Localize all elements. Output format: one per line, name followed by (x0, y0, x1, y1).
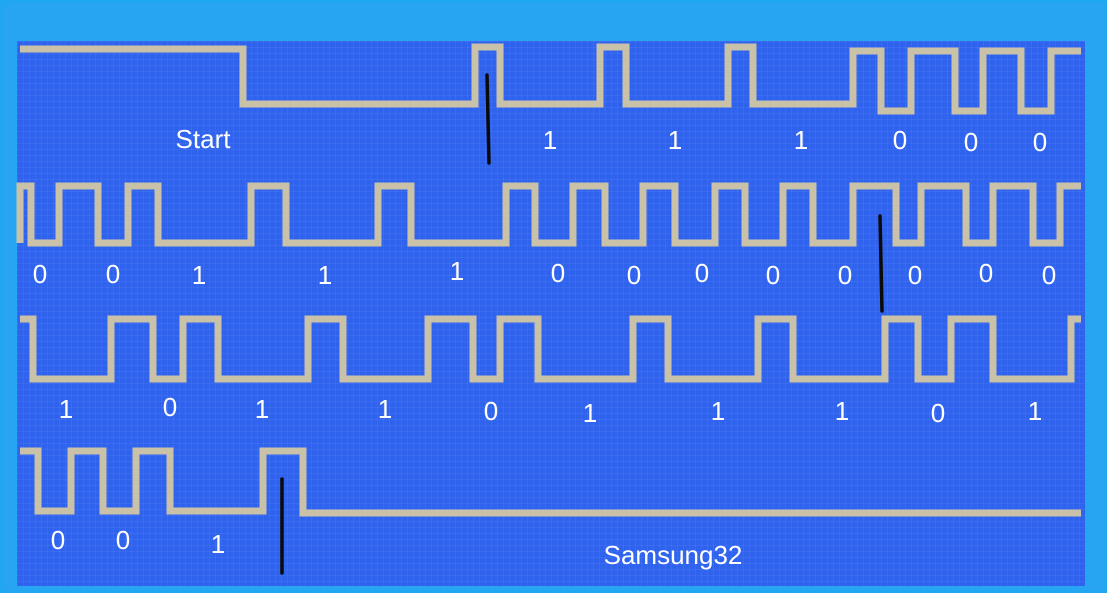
signal-display-panel (17, 41, 1085, 586)
bit-label: 0 (1041, 260, 1057, 290)
bit-label: 1 (377, 394, 393, 424)
bit-label: 1 (254, 394, 270, 424)
bit-label: 0 (105, 259, 121, 289)
bit-marker-row-2 (878, 214, 884, 313)
bit-label: 0 (1032, 127, 1048, 157)
bit-marker-start (485, 73, 491, 165)
bit-label: 0 (694, 258, 710, 288)
bit-label: 0 (626, 260, 642, 290)
bit-label: 1 (667, 125, 683, 155)
ir-signal-waveform (16, 43, 1081, 575)
waveform-row-1 (20, 43, 1081, 115)
bit-label: 1 (191, 260, 207, 290)
bit-label: 1 (834, 396, 850, 426)
bit-label: 0 (930, 398, 946, 428)
bit-label: 0 (837, 260, 853, 290)
bit-label: 1 (317, 260, 333, 290)
bit-label: 1 (793, 125, 809, 155)
waveform-row-3 (20, 315, 1081, 383)
bit-label: 1 (710, 396, 726, 426)
bit-label: 1 (58, 394, 74, 424)
bit-label: 0 (907, 260, 923, 290)
bit-label: 0 (483, 396, 499, 426)
bit-label: 1 (449, 256, 465, 286)
bit-label: 1 (542, 125, 558, 155)
bit-label: 1 (210, 529, 226, 559)
bit-label: 1 (582, 398, 598, 428)
bit-label: 0 (765, 260, 781, 290)
bit-label: 0 (963, 127, 979, 157)
bit-label: 0 (115, 525, 131, 555)
waveform-row-4 (20, 447, 1081, 517)
bit-label: 1 (1027, 396, 1043, 426)
start-label: Start (175, 124, 231, 154)
bit-label: 0 (550, 258, 566, 288)
waveform-row-2 (16, 182, 1081, 247)
bit-label: 0 (892, 125, 908, 155)
bit-label: 0 (50, 525, 66, 555)
bit-label: 0 (32, 259, 48, 289)
bit-label: 0 (978, 258, 994, 288)
bit-label: 0 (162, 392, 178, 422)
protocol-label: Samsung32 (603, 540, 743, 570)
